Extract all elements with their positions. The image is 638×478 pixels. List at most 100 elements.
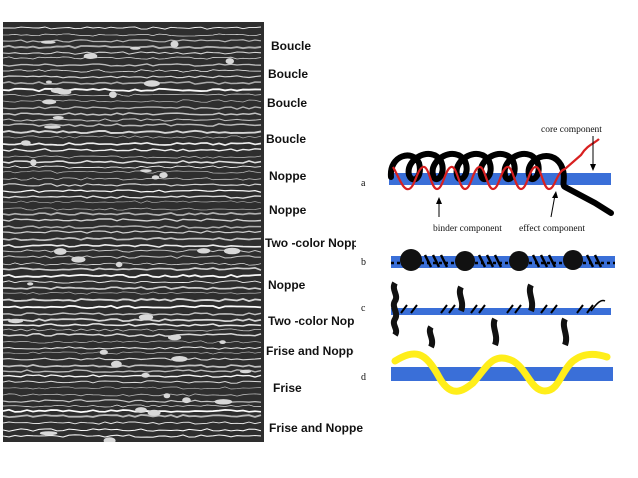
yarn-knop bbox=[109, 91, 117, 98]
yarn-label-boucle-3: Boucle bbox=[267, 96, 308, 110]
knot bbox=[456, 285, 466, 313]
yarn-strand bbox=[3, 255, 261, 259]
yarn-strand bbox=[3, 69, 261, 73]
yarn-label-two-color-noppe-2: Two -color Nop bbox=[268, 314, 354, 328]
yarn-strand bbox=[3, 273, 262, 279]
yarn-label-frise-and-noppe-1: Frise and Noppe bbox=[266, 344, 354, 358]
yarn-knop bbox=[225, 58, 234, 65]
knop bbox=[455, 251, 475, 271]
yarn-knop bbox=[135, 407, 147, 413]
yarn-knop bbox=[99, 349, 108, 355]
yarn-knop bbox=[151, 175, 160, 180]
yarn-strand bbox=[3, 212, 262, 216]
yarn-strand bbox=[3, 434, 262, 438]
yarn-strand bbox=[3, 413, 262, 419]
yarn-knop bbox=[115, 261, 123, 268]
yarn-knop bbox=[103, 437, 116, 442]
yarn-photograph bbox=[3, 22, 264, 442]
yarn-strand bbox=[3, 364, 262, 368]
knot bbox=[390, 281, 400, 337]
yarn-structure-diagram: a b c d core component binder component … bbox=[361, 125, 615, 395]
yarn-label-boucle-1: Boucle bbox=[271, 39, 312, 53]
yarn-strand bbox=[3, 297, 262, 303]
core-component-label: core component bbox=[541, 125, 602, 135]
yarn-label-frise-and-noppe-2: Frise and Noppe bbox=[269, 421, 364, 435]
yarn-knop bbox=[147, 409, 161, 416]
binder-twists-b bbox=[423, 254, 603, 268]
yarn-strand bbox=[3, 249, 262, 253]
yarn-strand bbox=[3, 106, 262, 110]
yarn-knop bbox=[239, 369, 252, 374]
yarn-strand bbox=[3, 135, 262, 139]
yarn-label-noppe-1: Noppe bbox=[269, 169, 307, 183]
yarn-knop bbox=[54, 248, 67, 255]
yarn-strand bbox=[3, 141, 262, 146]
yarn-strand bbox=[3, 183, 262, 187]
effect-component-spiral bbox=[391, 350, 611, 395]
yarn-knop bbox=[182, 397, 191, 404]
yarn-knop bbox=[8, 318, 24, 324]
yarn-knop bbox=[171, 356, 188, 362]
yarn-strand bbox=[3, 230, 262, 234]
yarn-strand bbox=[3, 155, 262, 159]
yarn-knop bbox=[30, 159, 37, 166]
yarn-knop bbox=[45, 80, 53, 84]
yarn-knop bbox=[42, 99, 57, 105]
effect-component-arrow bbox=[550, 194, 556, 218]
yarn-strand bbox=[3, 323, 262, 327]
yarn-knop bbox=[163, 393, 171, 399]
panel-d-frise bbox=[391, 350, 613, 395]
yarn-strand bbox=[3, 243, 262, 248]
effect-component-label: effect component bbox=[519, 223, 585, 234]
yarn-strand bbox=[3, 33, 262, 37]
yarn-label-two-color-noppe-1: Two -color Nopp bbox=[265, 236, 356, 250]
yarn-strand bbox=[3, 189, 262, 193]
yarn-strand bbox=[3, 165, 262, 169]
yarn-strand bbox=[3, 99, 262, 103]
yarn-strand bbox=[3, 393, 262, 397]
yarn-strand bbox=[3, 262, 262, 266]
yarn-strand bbox=[3, 285, 262, 291]
yarn-strand bbox=[3, 386, 262, 390]
yarn-strand bbox=[3, 280, 262, 284]
panel-letter-a: a bbox=[361, 178, 366, 189]
knop bbox=[563, 250, 583, 270]
yarn-strand bbox=[3, 170, 262, 174]
yarn-strand bbox=[3, 159, 262, 164]
yarn-strand bbox=[3, 312, 262, 316]
yarn-strand bbox=[3, 404, 262, 408]
yarn-strand bbox=[3, 118, 262, 122]
yarn-strand bbox=[3, 207, 262, 211]
yarn-knop bbox=[219, 340, 226, 344]
binder-component-wrap bbox=[392, 138, 600, 191]
yarn-strand bbox=[3, 148, 262, 152]
effect-component-arrow-head bbox=[552, 191, 558, 198]
yarn-strand bbox=[3, 408, 262, 413]
yarn-strand bbox=[3, 93, 262, 97]
yarn-strand bbox=[3, 267, 262, 271]
yarn-label-noppe-2: Noppe bbox=[269, 203, 307, 217]
panel-c-noppe bbox=[390, 281, 611, 349]
yarn-knop bbox=[170, 40, 179, 48]
yarn-strand bbox=[3, 56, 262, 60]
yarn-strand bbox=[3, 123, 262, 127]
yarn-strand bbox=[3, 236, 262, 242]
yarn-strand bbox=[3, 87, 262, 93]
yarn-knop bbox=[71, 256, 86, 263]
yarn-strand bbox=[3, 80, 262, 85]
yarn-knop bbox=[52, 116, 64, 120]
yarn-label-boucle-4: Boucle bbox=[266, 132, 307, 146]
binder-component-arrow-head bbox=[436, 197, 442, 204]
yarn-strand bbox=[3, 218, 262, 222]
yarn-strand bbox=[3, 317, 262, 322]
core-component-arrow-head bbox=[590, 164, 596, 171]
yarn-strand bbox=[3, 328, 261, 332]
yarn-strand bbox=[3, 421, 262, 425]
yarn-knop bbox=[214, 399, 233, 405]
binder-tail-c bbox=[590, 299, 606, 312]
yarn-knop bbox=[159, 172, 168, 179]
yarn-strand bbox=[3, 357, 262, 361]
knop bbox=[400, 249, 422, 271]
yarn-knop bbox=[197, 248, 211, 254]
binder-component-label: binder component bbox=[433, 224, 502, 234]
